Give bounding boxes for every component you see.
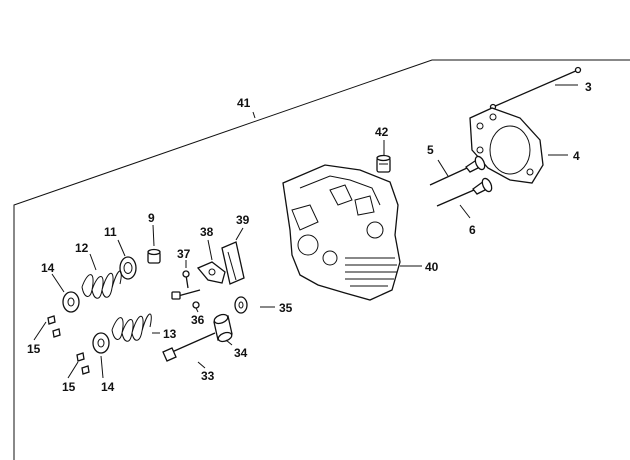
callout-37: 37 bbox=[177, 247, 191, 261]
callout-33: 33 bbox=[201, 369, 215, 383]
callout-42: 42 bbox=[375, 125, 389, 139]
spring-retainer bbox=[119, 256, 137, 280]
valve-spring-lower bbox=[111, 313, 152, 342]
callout-40: 40 bbox=[425, 260, 439, 274]
rocker-stud bbox=[182, 270, 190, 289]
spring-seat-upper bbox=[62, 291, 80, 313]
callout-14-upper: 14 bbox=[41, 261, 55, 275]
callout-15-lower: 15 bbox=[62, 380, 76, 394]
exhaust-valve bbox=[436, 177, 493, 207]
rocker-arm bbox=[196, 261, 226, 284]
callout-3: 3 bbox=[585, 80, 592, 94]
valve-stem-seal bbox=[376, 154, 391, 173]
valve-cap bbox=[147, 248, 161, 264]
head-bolt bbox=[162, 332, 216, 362]
cylinder-head bbox=[282, 164, 401, 301]
intake-valve bbox=[429, 155, 486, 186]
callout-11: 11 bbox=[104, 225, 117, 239]
callout-41: 41 bbox=[237, 96, 251, 110]
leader-lines bbox=[33, 84, 578, 379]
callouts: 41 3 4 42 5 6 40 9 11 12 14 15 13 14 15 … bbox=[27, 80, 592, 394]
spring-seat-lower bbox=[92, 332, 110, 354]
rocker-plate bbox=[221, 241, 245, 285]
callout-9: 9 bbox=[148, 211, 155, 225]
callout-15-upper: 15 bbox=[27, 342, 41, 356]
callout-13: 13 bbox=[163, 327, 177, 341]
rocker-bolt bbox=[171, 289, 201, 309]
valve-keeper-upper bbox=[47, 315, 61, 338]
valve-keeper-lower bbox=[76, 352, 90, 375]
head-gasket bbox=[469, 107, 544, 184]
callout-6: 6 bbox=[469, 223, 476, 237]
callout-12: 12 bbox=[75, 241, 89, 255]
assembly-bracket bbox=[13, 59, 630, 460]
washer bbox=[234, 296, 248, 314]
callout-39: 39 bbox=[236, 213, 250, 227]
callout-35: 35 bbox=[279, 301, 293, 315]
callout-4: 4 bbox=[573, 149, 580, 163]
callout-14-lower: 14 bbox=[101, 380, 115, 394]
push-rod bbox=[489, 66, 582, 111]
callout-34: 34 bbox=[234, 346, 248, 360]
callout-38: 38 bbox=[200, 225, 214, 239]
valve-spring-upper bbox=[81, 270, 122, 299]
spacer bbox=[213, 313, 233, 343]
callout-36: 36 bbox=[191, 313, 205, 327]
callout-5: 5 bbox=[427, 143, 434, 157]
